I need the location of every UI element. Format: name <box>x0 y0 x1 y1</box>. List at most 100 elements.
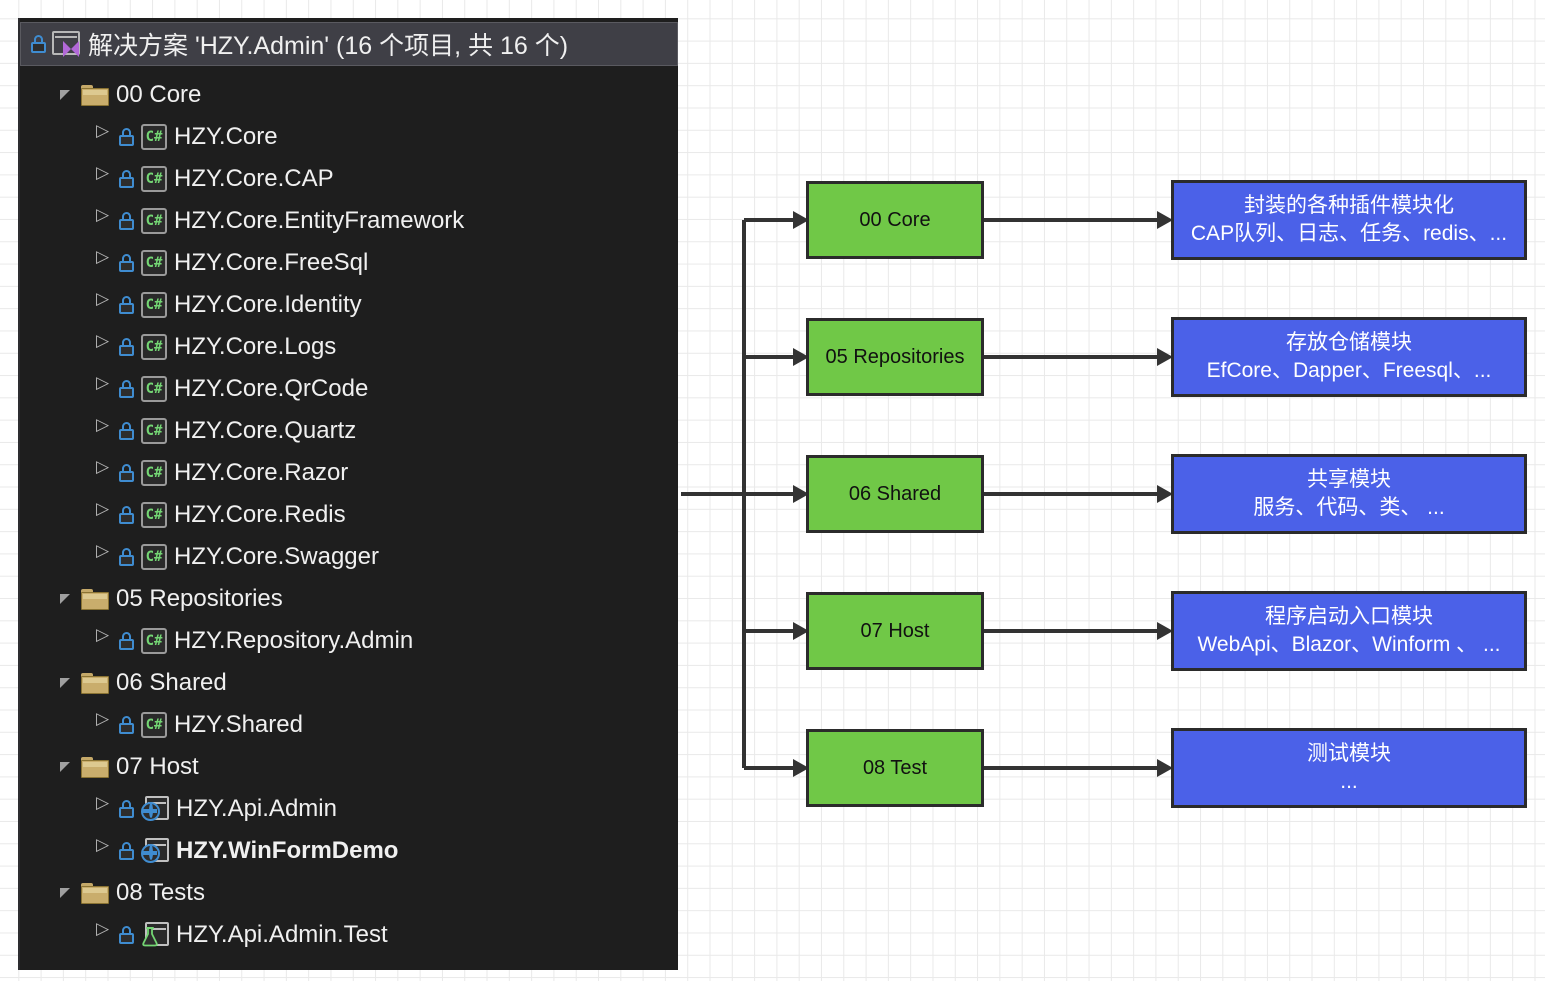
chevron-right-icon[interactable] <box>96 627 112 649</box>
web-project-icon <box>141 796 169 822</box>
lock-icon <box>119 632 134 650</box>
csharp-project-icon: C# <box>141 250 167 276</box>
solution-tree[interactable]: 00 CoreC#HZY.CoreC#HZY.Core.CAPC#HZY.Cor… <box>20 70 678 970</box>
tree-item-hzy-winformdemo[interactable]: HZY.WinFormDemo <box>20 830 678 872</box>
tree-item-hzy-core-redis[interactable]: C# HZY.Core.Redis <box>20 494 678 536</box>
description-line-2: WebApi、Blazor、Winform 、 ... <box>1197 633 1501 656</box>
tree-item-label: HZY.Shared <box>174 711 303 738</box>
tree-item-05-repositories[interactable]: 05 Repositories <box>20 578 678 620</box>
tree-item-hzy-core-freesql[interactable]: C#HZY.Core.FreeSql <box>20 242 678 284</box>
chevron-right-icon[interactable] <box>96 249 112 271</box>
chevron-right-icon[interactable] <box>96 837 112 859</box>
tree-item-hzy-api-admin[interactable]: HZY.Api.Admin <box>20 788 678 830</box>
csharp-project-icon: C# <box>141 376 167 402</box>
chevron-right-icon[interactable] <box>96 921 112 943</box>
module-box-0[interactable]: 00 Core <box>806 181 984 259</box>
tree-item-label: HZY.WinFormDemo <box>176 837 399 864</box>
chevron-down-icon[interactable] <box>60 591 74 607</box>
lock-icon <box>119 464 134 482</box>
chevron-right-icon[interactable] <box>96 543 112 565</box>
chevron-right-icon[interactable] <box>96 375 112 397</box>
module-label: 00 Core <box>859 208 931 231</box>
lock-icon <box>119 380 134 398</box>
tree-item-06-shared[interactable]: 06 Shared <box>20 662 678 704</box>
tree-item-hzy-core-razor[interactable]: C#HZY.Core.Razor <box>20 452 678 494</box>
tree-item-label: HZY.Core.Quartz <box>174 417 357 444</box>
chevron-right-icon[interactable] <box>96 795 112 817</box>
description-box-0[interactable]: 封装的各种插件模块化 CAP队列、日志、任务、redis、... <box>1171 180 1527 260</box>
lock-icon <box>119 842 134 860</box>
csharp-project-icon: C# <box>141 712 167 738</box>
module-box-1[interactable]: 05 Repositories <box>806 318 984 396</box>
lock-icon <box>119 212 134 230</box>
tree-item-hzy-api-admin-test[interactable]: HZY.Api.Admin.Test <box>20 914 678 956</box>
folder-icon <box>81 882 109 904</box>
solution-node[interactable]: 解决方案 'HZY.Admin' (16 个项目, 共 16 个) <box>20 22 678 66</box>
description-box-3[interactable]: 程序启动入口模块 WebApi、Blazor、Winform 、 ... <box>1171 591 1527 671</box>
tree-item-00-core[interactable]: 00 Core <box>20 74 678 116</box>
description-line-1: 封装的各种插件模块化 <box>1243 194 1454 218</box>
module-box-2[interactable]: 06 Shared <box>806 455 984 533</box>
tree-item-hzy-core-swagger[interactable]: C#HZY.Core.Swagger <box>20 536 678 578</box>
solution-title: 解决方案 'HZY.Admin' (16 个项目, 共 16 个) <box>88 32 569 60</box>
folder-icon <box>81 756 109 778</box>
test-project-icon <box>141 922 169 948</box>
tree-item-label: HZY.Core.Logs <box>174 333 337 360</box>
csharp-project-icon: C# <box>141 292 167 318</box>
chevron-right-icon[interactable] <box>96 333 112 355</box>
tree-item-08-tests[interactable]: 08 Tests <box>20 872 678 914</box>
description-box-1[interactable]: 存放仓储模块 EfCore、Dapper、Freesql、... <box>1171 317 1527 397</box>
csharp-project-icon: C# <box>141 628 167 654</box>
lock-icon <box>119 254 134 272</box>
chevron-right-icon[interactable] <box>96 417 112 439</box>
solution-explorer-panel: 解决方案 'HZY.Admin' (16 个项目, 共 16 个) 00 Cor… <box>18 18 678 970</box>
tree-item-hzy-core[interactable]: C#HZY.Core <box>20 116 678 158</box>
tree-item-hzy-core-identity[interactable]: C# HZY.Core.Identity <box>20 284 678 326</box>
tree-item-hzy-core-entityframework[interactable]: C#HZY.Core.EntityFramework <box>20 200 678 242</box>
tree-item-07-host[interactable]: 07 Host <box>20 746 678 788</box>
description-line-2: 服务、代码、类、 ... <box>1253 496 1445 519</box>
description-box-4[interactable]: 测试模块 ... <box>1171 728 1527 808</box>
module-label: 07 Host <box>860 619 930 642</box>
lock-icon <box>119 422 134 440</box>
tree-item-hzy-core-qrcode[interactable]: C# HZY.Core.QrCode <box>20 368 678 410</box>
folder-icon <box>81 672 109 694</box>
chevron-down-icon[interactable] <box>60 87 74 103</box>
tree-item-hzy-core-cap[interactable]: C#HZY.Core.CAP <box>20 158 678 200</box>
chevron-right-icon[interactable] <box>96 291 112 313</box>
description-line-2: EfCore、Dapper、Freesql、... <box>1206 359 1492 382</box>
chevron-down-icon[interactable] <box>60 885 74 901</box>
chevron-right-icon[interactable] <box>96 501 112 523</box>
lock-icon <box>119 548 134 566</box>
folder-icon <box>81 84 109 106</box>
chevron-down-icon[interactable] <box>60 759 74 775</box>
module-box-4[interactable]: 08 Test <box>806 729 984 807</box>
chevron-down-icon[interactable] <box>60 675 74 691</box>
tree-item-hzy-shared[interactable]: C# HZY.Shared <box>20 704 678 746</box>
module-box-3[interactable]: 07 Host <box>806 592 984 670</box>
csharp-project-icon: C# <box>141 502 167 528</box>
tree-item-label: HZY.Core.Redis <box>174 501 346 528</box>
tree-item-hzy-repository-admin[interactable]: C#HZY.Repository.Admin <box>20 620 678 662</box>
chevron-right-icon[interactable] <box>96 711 112 733</box>
chevron-right-icon[interactable] <box>96 207 112 229</box>
tree-item-label: HZY.Core.QrCode <box>174 375 369 402</box>
folder-icon <box>81 588 109 610</box>
chevron-right-icon[interactable] <box>96 165 112 187</box>
tree-item-label: HZY.Api.Admin <box>176 795 337 822</box>
tree-item-label: 05 Repositories <box>116 585 283 612</box>
lock-icon <box>119 506 134 524</box>
lock-icon <box>31 35 46 53</box>
module-label: 05 Repositories <box>825 345 965 368</box>
csharp-project-icon: C# <box>141 334 167 360</box>
description-line-1: 程序启动入口模块 <box>1264 605 1433 629</box>
tree-item-label: HZY.Core.Identity <box>174 291 362 318</box>
tree-item-hzy-core-quartz[interactable]: C#HZY.Core.Quartz <box>20 410 678 452</box>
tree-item-hzy-core-logs[interactable]: C# HZY.Core.Logs <box>20 326 678 368</box>
lock-icon <box>119 926 134 944</box>
tree-item-label: HZY.Core.Razor <box>174 459 349 486</box>
chevron-right-icon[interactable] <box>96 459 112 481</box>
chevron-right-icon[interactable] <box>96 123 112 145</box>
description-box-2[interactable]: 共享模块 服务、代码、类、 ... <box>1171 454 1527 534</box>
